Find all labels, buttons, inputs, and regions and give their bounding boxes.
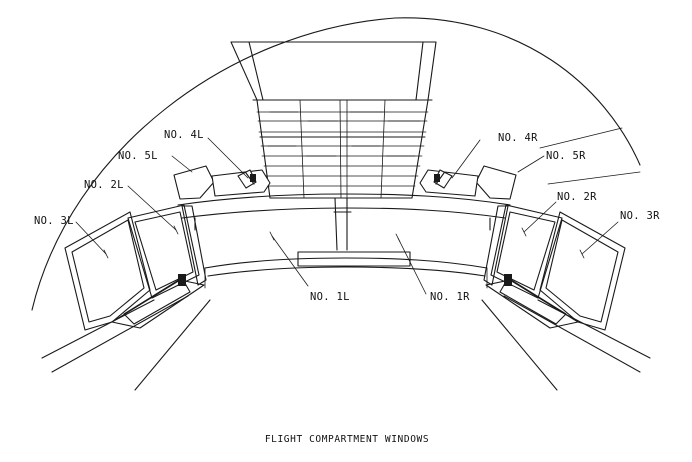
label-no-3r: NO. 3R: [620, 210, 660, 222]
label-no-4l: NO. 4L: [164, 129, 204, 141]
label-no-5l: NO. 5L: [118, 150, 158, 162]
glareshield-frame: [177, 193, 511, 289]
left-window-structure: [41, 165, 271, 391]
label-no-4r: NO. 4R: [498, 132, 538, 144]
overhead-panel: [230, 41, 437, 251]
fuselage-line-upper: [539, 127, 623, 149]
label-no-1r: NO. 1R: [430, 291, 470, 303]
fuselage-line-lower: [547, 171, 641, 185]
diagram-caption: FLIGHT COMPARTMENT WINDOWS: [265, 434, 429, 445]
leader-lines: [75, 137, 619, 295]
label-no-1l: NO. 1L: [310, 291, 350, 303]
label-no-5r: NO. 5R: [546, 150, 586, 162]
label-no-3l: NO. 3L: [34, 215, 74, 227]
fuselage-arc: [31, 17, 641, 311]
label-no-2r: NO. 2R: [557, 191, 597, 203]
right-window-structure: [419, 165, 651, 391]
label-no-2l: NO. 2L: [84, 179, 124, 191]
